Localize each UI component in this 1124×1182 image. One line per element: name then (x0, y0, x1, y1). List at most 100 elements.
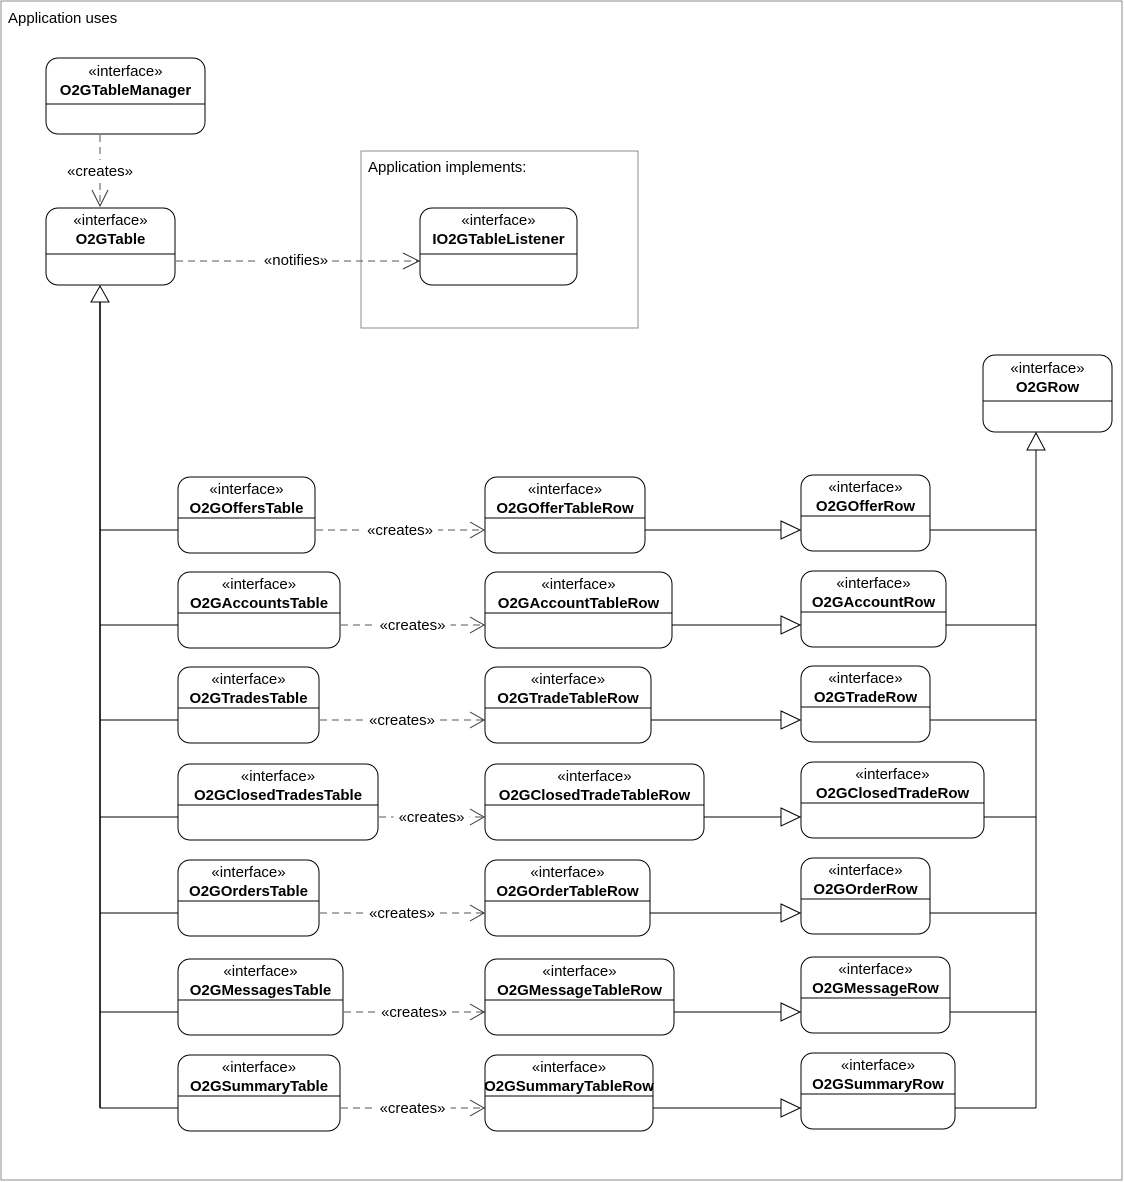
creates-label: «creates» (380, 1100, 446, 1117)
node-row-5: «interface» O2GMessageRow (800, 956, 951, 1034)
class-name: O2GClosedTradeTableRow (499, 787, 691, 804)
node-table-row-2: «interface» O2GTradeTableRow (484, 666, 652, 744)
node-row-4: «interface» O2GOrderRow (800, 857, 931, 935)
stereotype-label: «interface» (838, 961, 912, 978)
class-name: O2GAccountTableRow (498, 595, 660, 612)
row-group: «interface» O2GSummaryTable «interface» O2G… (100, 1052, 1036, 1132)
stereotype-label: «interface» (557, 768, 631, 785)
node-table: «interface» O2GTable (45, 207, 176, 286)
stereotype-label: «interface» (542, 963, 616, 980)
edge-creates-2: «creates» (320, 709, 486, 729)
generalization-to-table (90, 284, 110, 1108)
class-name: O2GTradeRow (814, 689, 918, 706)
node-table-row-5: «interface» O2GMessageTableRow (484, 958, 675, 1036)
stereotype-label: «interface» (828, 670, 902, 687)
node-table-row-1: «interface»O2GAccountTableRow (484, 571, 673, 649)
edge-generalization-6 (653, 1098, 802, 1118)
edge-creates-3: «creates» (379, 806, 486, 826)
row-group: «interface» O2GTradesTable «interface» O2GT… (100, 665, 1036, 744)
edge-generalization-5 (674, 1002, 802, 1022)
class-name: O2GSummaryRow (812, 1076, 944, 1093)
notifies-label: «notifies» (264, 252, 328, 269)
stereotype-label: «interface» (828, 479, 902, 496)
class-name: O2GAccountRow (812, 594, 936, 611)
node-table-5: «interface» O2GMessagesTable (177, 958, 344, 1036)
creates-label: «creates» (381, 1004, 447, 1021)
stereotype-label: «interface» (222, 576, 296, 593)
class-name: O2GSummaryTable (190, 1078, 328, 1095)
node-table-manager: «interface» O2GTableManager (45, 57, 206, 135)
node-row-2: «interface» O2GTradeRow (800, 665, 931, 743)
class-name: O2GOfferTableRow (496, 500, 634, 517)
class-name: O2GMessagesTable (190, 982, 331, 999)
edge-manager-creates-table: «creates» (60, 135, 140, 208)
class-name: O2GClosedTradeRow (816, 785, 970, 802)
edge-creates-0: «creates» (316, 519, 486, 539)
edge-generalization-2 (651, 710, 802, 730)
frame-title: Application uses (8, 10, 117, 27)
node-table-4: «interface» O2GOrdersTable (177, 859, 320, 937)
stereotype-label: «interface» (530, 864, 604, 881)
node-table-row-4: «interface»O2GOrderTableRow (484, 859, 651, 937)
node-row-1: «interface»O2GAccountRow (800, 570, 947, 648)
generalization-to-row (1026, 431, 1046, 1108)
row-group: «interface»O2GOffersTable«interface»O2GO… (100, 474, 1036, 554)
node-row-3: «interface» O2GClosedTradeRow (800, 761, 985, 839)
class-name: O2GRow (1016, 379, 1080, 396)
node-row: «interface» O2GRow (982, 354, 1113, 433)
row-group: «interface»O2GAccountsTable«interface»O2… (100, 570, 1036, 649)
node-table-3: «interface» O2GClosedTradesTable (177, 763, 379, 841)
creates-label: «creates» (399, 809, 465, 826)
creates-label: «creates» (380, 617, 446, 634)
node-table-row-0: «interface» O2GOfferTableRow (484, 476, 646, 554)
node-table-row-3: «interface» O2GClosedTradeTableRow (484, 763, 705, 841)
node-table-6: «interface» O2GSummaryTable (177, 1054, 341, 1132)
stereotype-label: «interface» (841, 1057, 915, 1074)
stereotype-label: «interface» (461, 212, 535, 229)
edge-creates-4: «creates» (320, 902, 486, 922)
stereotype-label: «interface» (223, 963, 297, 980)
edge-generalization-1 (672, 615, 802, 635)
stereotype-label: «interface» (1010, 360, 1084, 377)
stereotype-label: «interface» (828, 862, 902, 879)
class-name: O2GMessageTableRow (497, 982, 662, 999)
row-group: «interface» O2GMessagesTable «interface» O2… (100, 956, 1036, 1036)
edge-creates-1: «creates» (341, 614, 486, 634)
stereotype-label: «interface» (855, 766, 929, 783)
node-table-row-6: «interface» O2GSummaryTableRow (484, 1054, 654, 1132)
edge-creates-5: «creates» (344, 1001, 486, 1021)
stereotype-label: «interface» (211, 671, 285, 688)
edge-creates-6: «creates» (341, 1097, 486, 1117)
class-name: O2GTradeTableRow (497, 690, 639, 707)
stereotype-label: «interface» (532, 1059, 606, 1076)
class-name: O2GOrderRow (813, 881, 918, 898)
creates-label: «creates» (367, 522, 433, 539)
creates-label: «creates» (369, 712, 435, 729)
stereotype-label: «interface» (528, 481, 602, 498)
node-row-0: «interface» O2GOfferRow (800, 474, 931, 552)
stereotype-label: «interface» (88, 63, 162, 80)
stereotype-label: «interface» (209, 481, 283, 498)
node-table-0: «interface»O2GOffersTable (177, 476, 316, 554)
edge-generalization-0 (645, 520, 802, 540)
class-name: O2GOrdersTable (189, 883, 308, 900)
stereotype-label: «interface» (531, 671, 605, 688)
class-name: O2GMessageRow (812, 980, 939, 997)
class-name: O2GTable (76, 231, 146, 248)
stereotype-label: «interface» (211, 864, 285, 881)
node-table-1: «interface»O2GAccountsTable (177, 571, 341, 649)
stereotype-label: «interface» (241, 768, 315, 785)
class-name: IO2GTableListener (432, 231, 564, 248)
row-group: «interface»O2GOrdersTable«interface»O2GO… (100, 857, 1036, 937)
edge-table-notifies-listener: «notifies» (176, 250, 421, 270)
node-table-listener: «interface» IO2GTableListener (419, 207, 578, 286)
edge-generalization-3 (704, 807, 802, 827)
stereotype-label: «interface» (73, 212, 147, 229)
class-name: O2GSummaryTableRow (484, 1078, 654, 1095)
class-name: O2GTradesTable (189, 690, 307, 707)
stereotype-label: «interface» (222, 1059, 296, 1076)
class-name: O2GClosedTradesTable (194, 787, 362, 804)
node-row-6: «interface» O2GSummaryRow (800, 1052, 956, 1130)
class-name: O2GOfferRow (816, 498, 916, 515)
